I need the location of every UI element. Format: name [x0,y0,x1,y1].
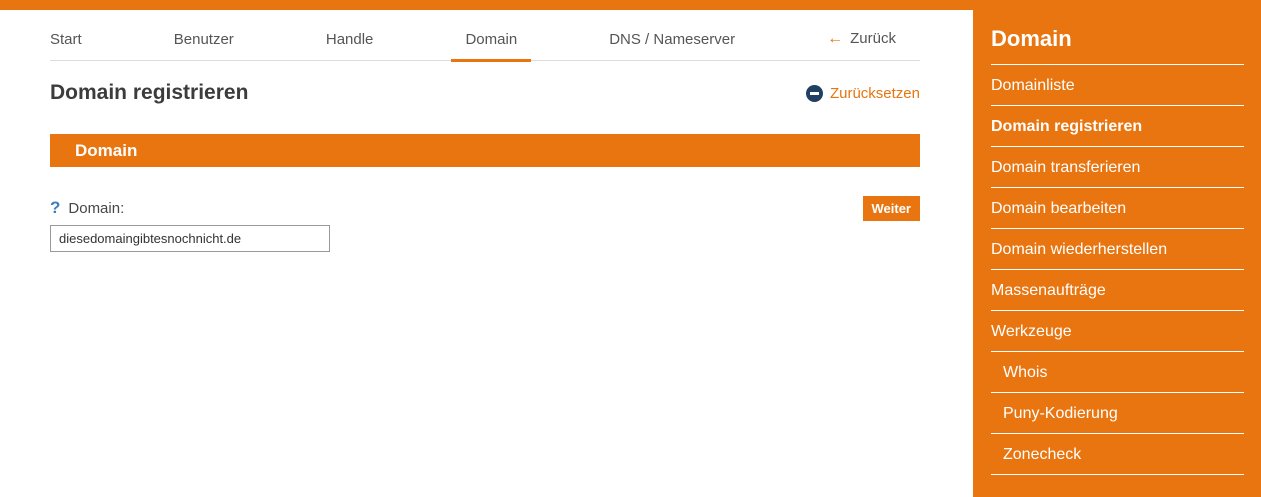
tab-handle[interactable]: Handle [325,31,374,48]
back-link[interactable]: ← Zurück [827,30,896,60]
back-link-label: Zurück [850,30,896,47]
sidebar-item-zonecheck[interactable]: Zonecheck [991,434,1244,475]
page-header: Domain registrieren Zurücksetzen [50,80,920,106]
sidebar-item-domainliste[interactable]: Domainliste [991,65,1244,106]
sidebar-domain-menu: Domain Domainliste Domain registrieren D… [973,0,1261,497]
top-tab-bar: Start Benutzer Handle Domain DNS / Names… [50,30,920,62]
sidebar-menu-list: Domainliste Domain registrieren Domain t… [991,65,1244,475]
sidebar-item-werkzeuge[interactable]: Werkzeuge [991,311,1244,352]
tab-start[interactable]: Start [50,31,82,48]
tab-dns-nameserver[interactable]: DNS / Nameserver [609,31,736,48]
page-title: Domain registrieren [50,81,249,104]
minus-circle-icon [805,84,823,102]
domain-input[interactable] [50,225,330,252]
sidebar-item-domain-wiederherstellen[interactable]: Domain wiederherstellen [991,229,1244,270]
main-content: Start Benutzer Handle Domain DNS / Names… [0,30,973,252]
section-header-label: Domain [75,141,138,160]
reset-link[interactable]: Zurücksetzen [805,84,920,102]
domain-field-row: ? Domain: Weiter [50,195,920,221]
main-column: Start Benutzer Handle Domain DNS / Names… [0,0,973,252]
sidebar-item-puny-kodierung[interactable]: Puny-Kodierung [991,393,1244,434]
tab-benutzer[interactable]: Benutzer [173,31,234,48]
sidebar-item-domain-transferieren[interactable]: Domain transferieren [991,147,1244,188]
sidebar-item-massenauftraege[interactable]: Massenaufträge [991,270,1244,311]
weiter-button[interactable]: Weiter [862,195,920,221]
top-accent-bar [0,0,973,10]
domain-field-label: Domain: [68,199,125,217]
minus-bar [809,91,819,95]
back-arrow-icon: ← [827,30,844,47]
sidebar-item-domain-bearbeiten[interactable]: Domain bearbeiten [991,188,1244,229]
sidebar-title: Domain [991,0,1244,65]
reset-link-label: Zurücksetzen [829,84,920,102]
section-header-domain: Domain [50,134,920,167]
help-icon[interactable]: ? [50,198,61,217]
sidebar-item-whois[interactable]: Whois [991,352,1244,393]
sidebar-item-domain-registrieren[interactable]: Domain registrieren [991,106,1244,147]
tab-domain[interactable]: Domain [451,31,531,62]
domain-label-group: ? Domain: [50,198,124,218]
